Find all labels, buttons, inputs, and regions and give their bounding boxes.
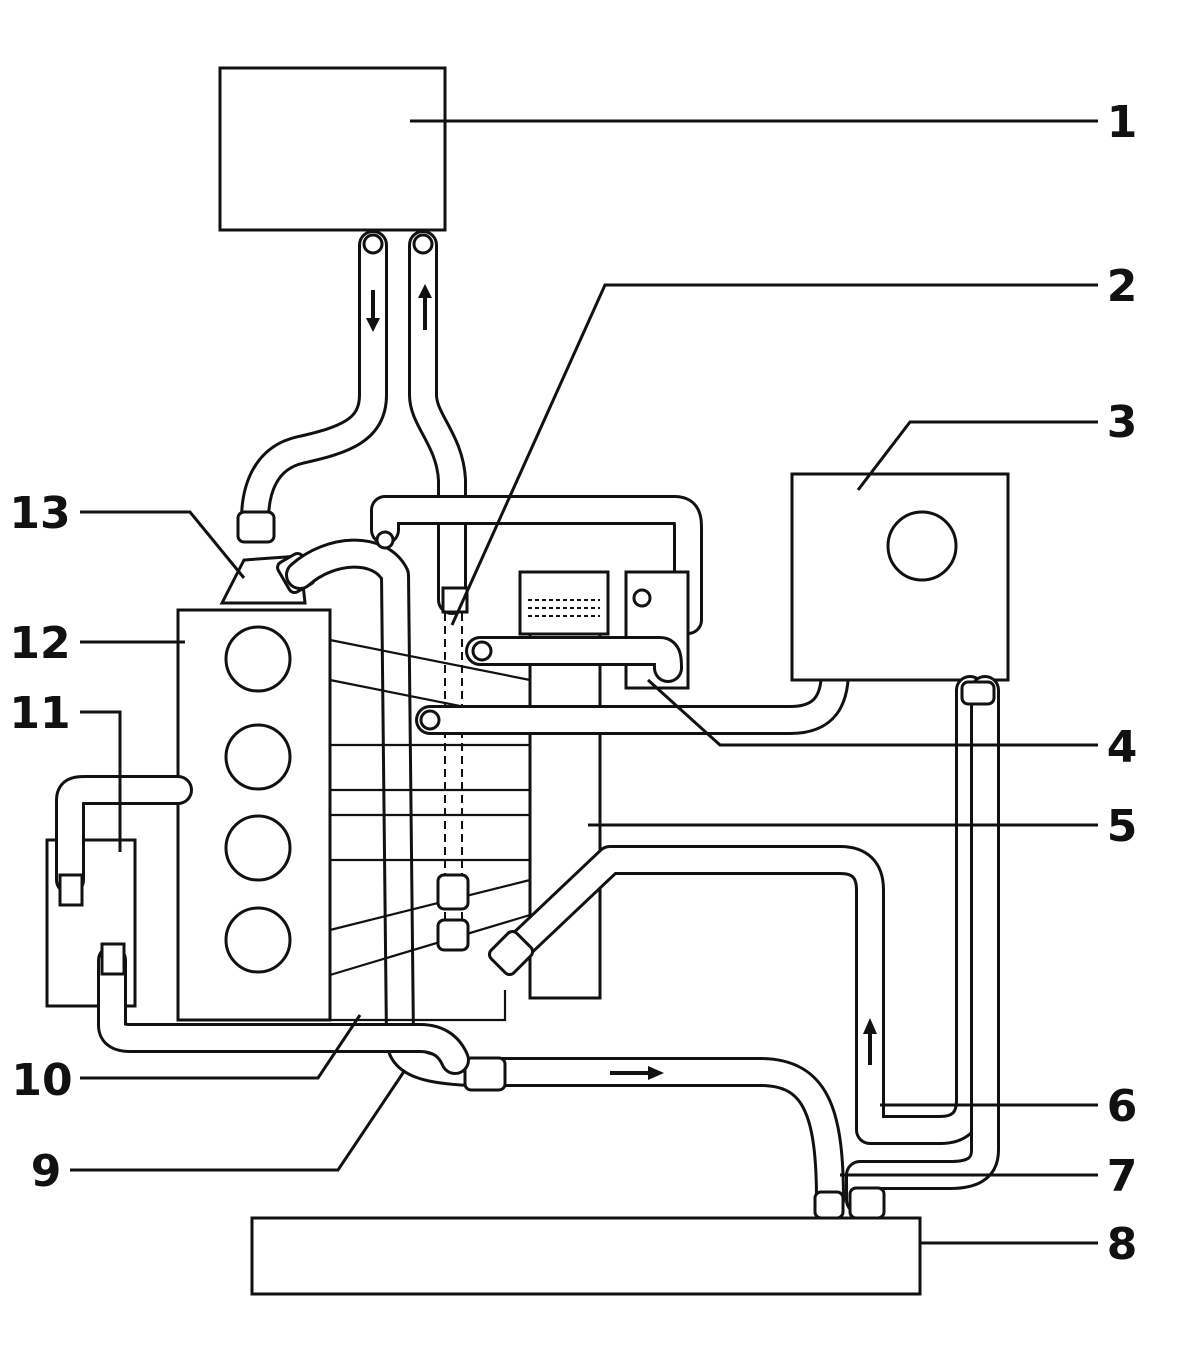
- label-3: 3: [1107, 397, 1138, 448]
- label-4: 4: [1107, 722, 1138, 773]
- flow-arrows-component-1: [366, 284, 432, 332]
- flow-arrow-hose-6: [863, 1018, 877, 1065]
- label-11: 11: [9, 688, 70, 739]
- cylinder-3: [224, 814, 292, 882]
- component-2-pipe: [436, 586, 470, 952]
- label-8: 8: [1107, 1219, 1138, 1270]
- label-5: 5: [1107, 801, 1138, 852]
- label-7: 7: [1107, 1151, 1138, 1202]
- expansion-tank-hatch: [528, 599, 600, 617]
- hose-component-11: [55, 775, 470, 1075]
- label-2: 2: [1107, 261, 1138, 312]
- cylinder-1: [224, 625, 292, 693]
- leader-lines: [70, 119, 1098, 1245]
- component-3-box: [790, 472, 1010, 682]
- label-13: 13: [9, 488, 70, 539]
- hose-component-1: [240, 230, 467, 615]
- cylinder-2: [224, 723, 292, 791]
- label-12: 12: [9, 618, 70, 669]
- manifold-runners: [329, 638, 531, 1022]
- flow-arrow-hose-9: [610, 1066, 664, 1080]
- label-9: 9: [31, 1146, 62, 1197]
- label-10: 10: [11, 1055, 72, 1106]
- label-6: 6: [1107, 1081, 1138, 1132]
- connectors-component-8: [813, 1186, 886, 1220]
- expansion-tank: [518, 570, 610, 636]
- label-1: 1: [1107, 97, 1138, 148]
- hose-9: [285, 538, 845, 1215]
- component-1-box: [218, 66, 447, 232]
- cylinder-4: [224, 906, 292, 974]
- component-13-connector: [236, 510, 276, 544]
- component-3-circle: [886, 510, 958, 582]
- component-8-radiator: [250, 1216, 922, 1296]
